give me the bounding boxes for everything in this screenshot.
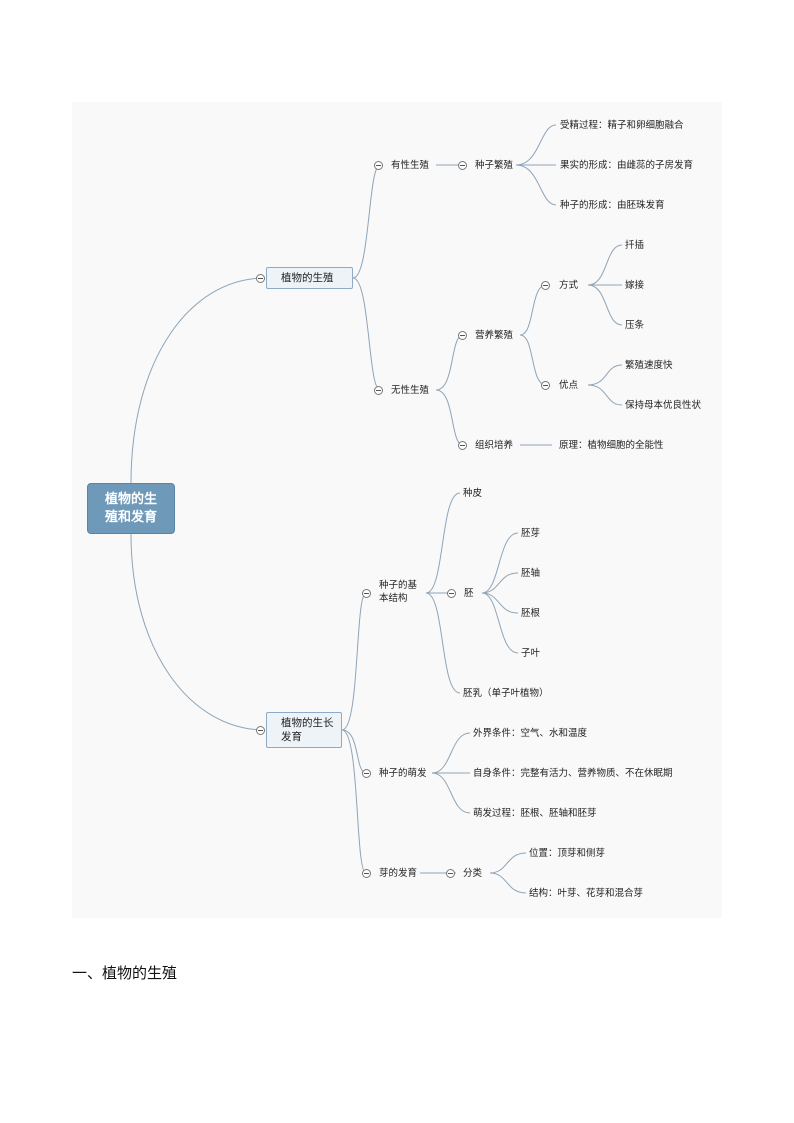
- mindmap-canvas: [72, 102, 722, 918]
- node-vegetative[interactable]: 营养繁殖: [475, 330, 514, 341]
- node-germination-item[interactable]: 萌发过程：胚根、胚轴和胚芽: [473, 808, 597, 819]
- collapse-toggle-icon[interactable]: [446, 869, 455, 878]
- node-bud-classification[interactable]: 分类: [463, 868, 483, 879]
- node-bud-item[interactable]: 结构：叶芽、花芽和混合芽: [529, 888, 644, 899]
- node-sexual-item[interactable]: 果实的形成：由雌蕊的子房发育: [560, 160, 694, 171]
- node-seed-coat[interactable]: 种皮: [463, 488, 483, 499]
- collapse-toggle-icon[interactable]: [362, 769, 371, 778]
- node-embryo[interactable]: 胚: [464, 588, 474, 599]
- node-seed-reproduction[interactable]: 种子繁殖: [475, 160, 514, 171]
- node-sexual-item[interactable]: 种子的形成：由胚珠发育: [560, 200, 665, 211]
- node-bud[interactable]: 芽的发育: [379, 868, 418, 879]
- section-heading: 一、植物的生殖: [72, 964, 178, 982]
- node-advantages[interactable]: 优点: [559, 380, 579, 391]
- collapse-toggle-icon[interactable]: [458, 331, 467, 340]
- node-seed-structure[interactable]: 种子的基本结构: [379, 580, 418, 604]
- collapse-toggle-icon[interactable]: [541, 381, 550, 390]
- node-embryo-part[interactable]: 胚轴: [521, 568, 541, 579]
- node-germination[interactable]: 种子的萌发: [379, 768, 427, 779]
- collapse-toggle-icon[interactable]: [362, 869, 371, 878]
- node-sexual-item[interactable]: 受精过程：精子和卵细胞融合: [560, 120, 684, 131]
- branch-growth-label: 植物的生长发育: [281, 717, 334, 743]
- branch-reproduction[interactable]: 植物的生殖: [266, 267, 353, 289]
- node-method-item[interactable]: 扦插: [625, 240, 645, 251]
- node-advantage-item[interactable]: 繁殖速度快: [625, 360, 673, 371]
- collapse-toggle-icon[interactable]: [541, 281, 550, 290]
- node-bud-item[interactable]: 位置：顶芽和侧芽: [529, 848, 606, 859]
- node-asexual[interactable]: 无性生殖: [391, 385, 430, 396]
- node-embryo-part[interactable]: 胚芽: [521, 528, 541, 539]
- mindmap-root[interactable]: 植物的生殖和发育: [87, 483, 175, 534]
- node-germination-item[interactable]: 自身条件：完整有活力、营养物质、不在休眠期: [473, 768, 673, 779]
- collapse-toggle-icon[interactable]: [256, 274, 265, 283]
- collapse-toggle-icon[interactable]: [447, 589, 456, 598]
- node-advantage-item[interactable]: 保持母本优良性状: [625, 400, 702, 411]
- collapse-toggle-icon[interactable]: [374, 161, 383, 170]
- node-method-item[interactable]: 压条: [625, 320, 645, 331]
- node-endosperm[interactable]: 胚乳（单子叶植物）: [463, 688, 549, 699]
- collapse-toggle-icon[interactable]: [362, 589, 371, 598]
- branch-growth[interactable]: 植物的生长发育: [266, 712, 342, 748]
- branch-reproduction-label: 植物的生殖: [281, 272, 334, 284]
- node-embryo-part[interactable]: 胚根: [521, 608, 541, 619]
- node-method-item[interactable]: 嫁接: [625, 280, 645, 291]
- node-tissue-culture[interactable]: 组织培养: [475, 440, 514, 451]
- node-sexual[interactable]: 有性生殖: [391, 160, 430, 171]
- collapse-toggle-icon[interactable]: [458, 161, 467, 170]
- collapse-toggle-icon[interactable]: [458, 441, 467, 450]
- node-tissue-principle[interactable]: 原理：植物细胞的全能性: [559, 440, 664, 451]
- node-germination-item[interactable]: 外界条件：空气、水和温度: [473, 728, 588, 739]
- collapse-toggle-icon[interactable]: [256, 726, 265, 735]
- node-embryo-part[interactable]: 子叶: [521, 648, 541, 659]
- node-methods[interactable]: 方式: [559, 280, 579, 291]
- collapse-toggle-icon[interactable]: [374, 386, 383, 395]
